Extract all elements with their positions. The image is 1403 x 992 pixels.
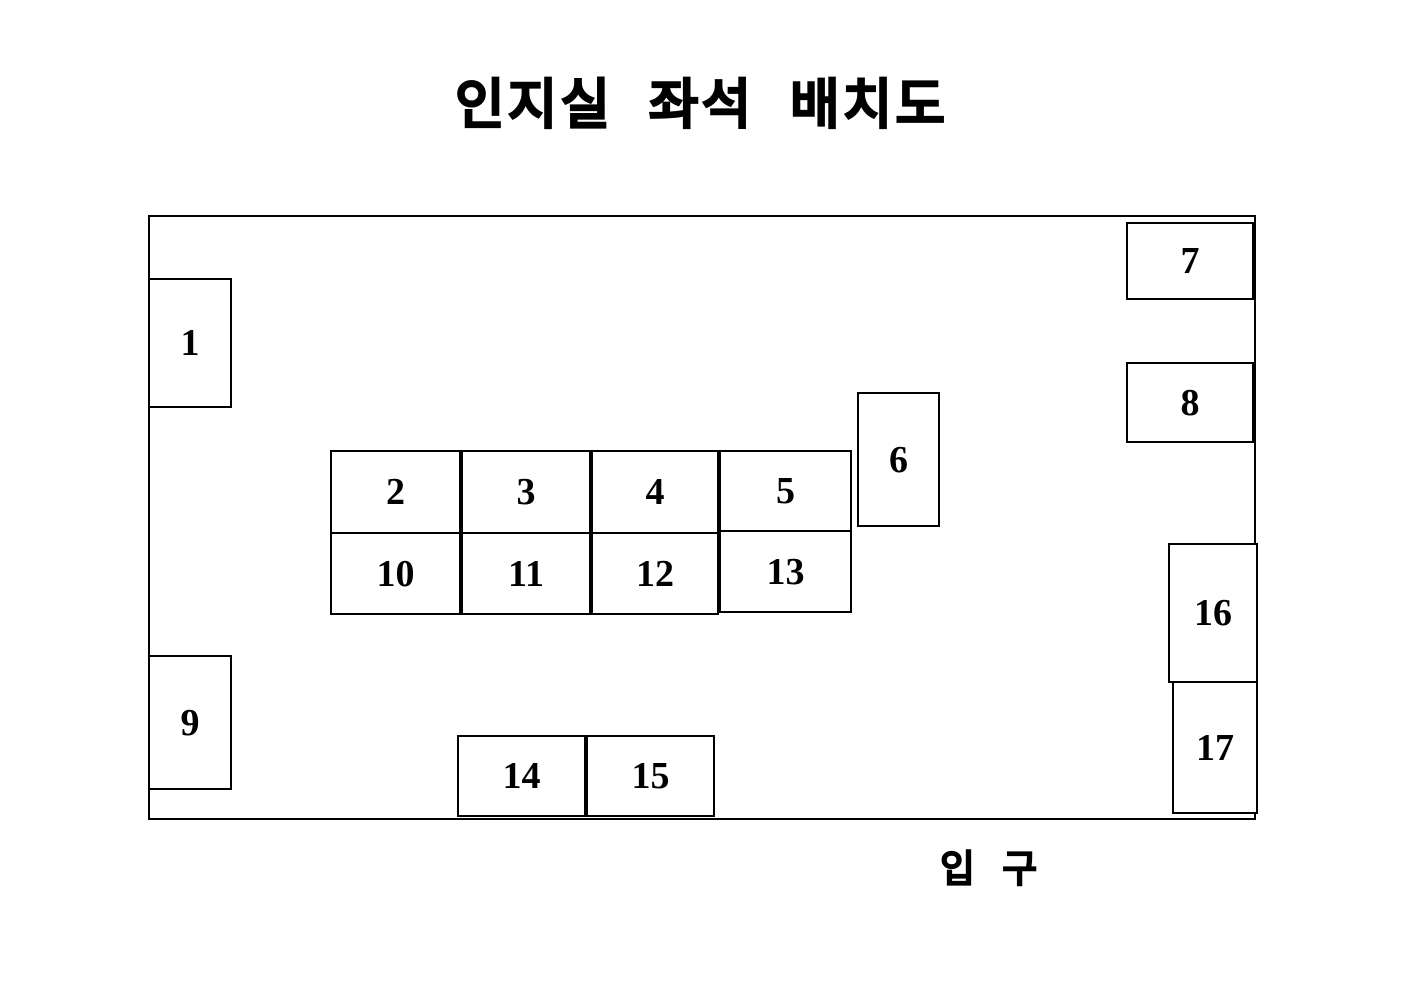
seat-17-label: 17 [1196, 726, 1234, 769]
seat-13: 13 [719, 530, 852, 613]
seat-10-label: 10 [376, 552, 415, 595]
seat-4: 4 [591, 450, 719, 534]
seat-4-label: 4 [645, 471, 665, 513]
seat-16-label: 16 [1194, 592, 1232, 634]
seat-10: 10 [330, 532, 461, 615]
seat-8-label: 8 [1180, 381, 1200, 424]
seat-13-label: 13 [766, 550, 805, 593]
seat-6-label: 6 [889, 438, 908, 481]
entrance-label: 입 구 [939, 847, 1040, 892]
seat-3: 3 [461, 450, 591, 534]
seat-15-label: 15 [631, 755, 670, 797]
seat-11: 11 [461, 532, 591, 615]
seat-5-label: 5 [776, 470, 795, 512]
seat-15: 15 [586, 735, 715, 817]
seat-16: 16 [1168, 543, 1258, 683]
seat-11-label: 11 [508, 552, 544, 595]
seat-8: 8 [1126, 362, 1254, 443]
seat-12-label: 12 [636, 552, 674, 595]
seat-1-label: 1 [180, 322, 200, 364]
seat-12: 12 [591, 532, 719, 615]
seat-5: 5 [719, 450, 852, 532]
seat-17: 17 [1172, 681, 1258, 814]
seat-9: 9 [148, 655, 232, 790]
seat-14-label: 14 [502, 755, 541, 797]
seat-1: 1 [148, 278, 232, 408]
seat-2: 2 [330, 450, 461, 534]
seat-3-label: 3 [516, 471, 536, 513]
page-title: 인지실 좌석 배치도 [454, 72, 949, 137]
seat-7: 7 [1126, 222, 1254, 300]
seat-2-label: 2 [386, 471, 405, 513]
seat-9-label: 9 [180, 701, 200, 744]
seat-7-label: 7 [1180, 240, 1200, 282]
seat-14: 14 [457, 735, 586, 817]
seat-6: 6 [857, 392, 940, 527]
